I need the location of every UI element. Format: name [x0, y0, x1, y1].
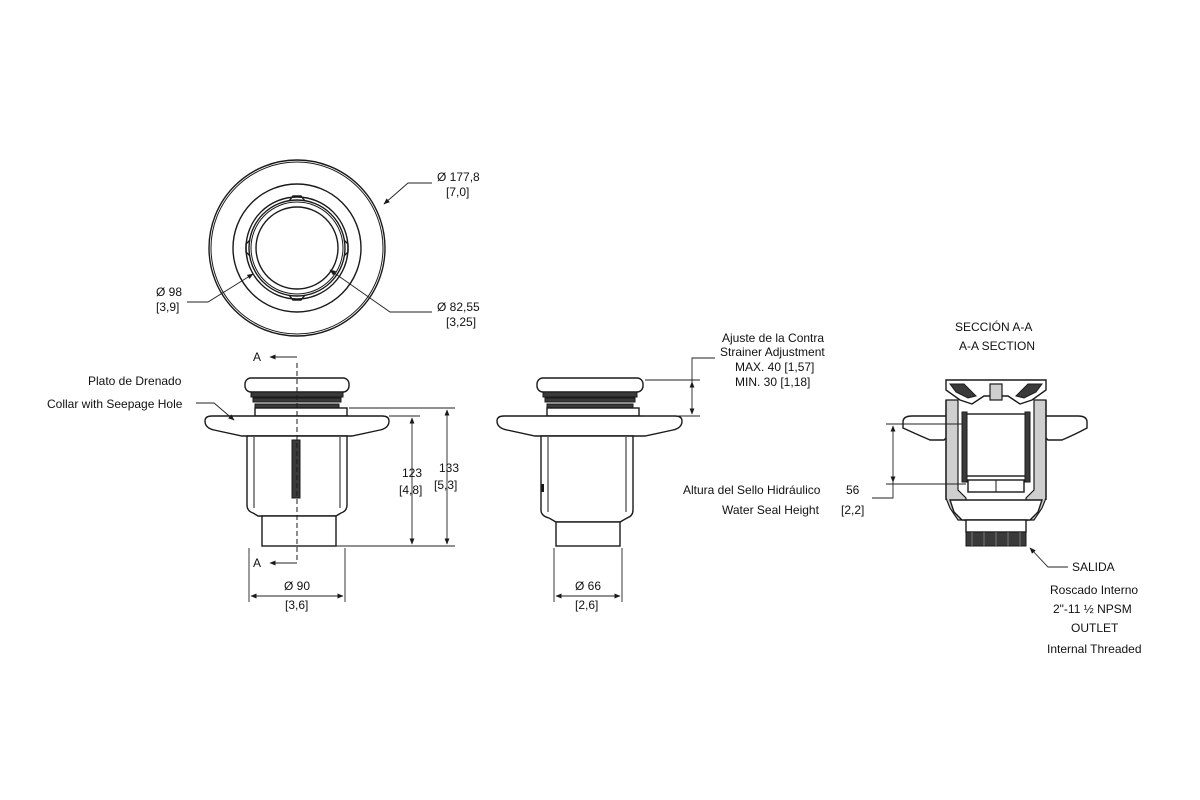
inner-dia-in: [3,25] [446, 315, 476, 329]
seal-value: 56 [846, 483, 860, 497]
side-cap [536, 377, 644, 393]
top-ring-1 [245, 196, 349, 300]
front-logo-bar [291, 439, 301, 499]
height-inner-in: [4,8] [399, 483, 422, 497]
side-thread-1 [544, 397, 636, 403]
outlet-line5: Internal Threaded [1047, 642, 1142, 656]
left-dia-label: Ø 98 [156, 285, 182, 299]
side-view: Ajuste de la Contra Strainer Adjustment … [496, 331, 825, 612]
section-inner-cup-wall-r [1024, 411, 1031, 483]
side-hole [541, 484, 544, 492]
adjust-max: MAX. 40 [1,57] [735, 360, 814, 374]
top-lug-bottom [288, 294, 306, 301]
bottom-dia-label: Ø 90 [284, 579, 310, 593]
front-view: A A Plato de Drenado Collar with Seepage… [47, 350, 459, 612]
front-outlet [261, 515, 337, 547]
section-cap-detail-r [1015, 383, 1043, 399]
height-inner: 123 [402, 466, 422, 480]
section-inner-cup [965, 413, 1027, 477]
top-view: Ø 177,8 [7,0] Ø 98 [3,9] Ø 82,55 [3,25] [156, 159, 480, 337]
section-inner-cup-wall-l [961, 411, 968, 483]
seal-value-in: [2,2] [841, 503, 864, 517]
top-lug-top [288, 195, 306, 202]
section-title-es: SECCIÓN A-A [955, 319, 1032, 334]
outer-dia-label: Ø 177,8 [437, 170, 480, 184]
section-cap-center [989, 383, 1003, 401]
seal-leader [872, 482, 894, 499]
leader-inner-dia [329, 269, 432, 313]
section-wing-left [902, 415, 953, 441]
front-collar-flange [204, 415, 390, 437]
section-title-en: A-A SECTION [959, 339, 1035, 353]
top-outer-circle-inner-edge [210, 161, 384, 335]
collar-label-en: Collar with Seepage Hole [47, 397, 183, 411]
side-neck [546, 407, 640, 417]
side-cap-rim [542, 391, 638, 398]
outlet-line3: 2"-11 ½ NPSM [1053, 602, 1132, 616]
adjust-leader [691, 357, 715, 382]
section-wing-right [1039, 415, 1088, 441]
outlet-line4: OUTLET [1071, 621, 1119, 635]
seal-label-en: Water Seal Height [722, 503, 820, 517]
top-inner-opening [255, 206, 339, 290]
top-collar-circle [232, 183, 362, 313]
top-lug-right [343, 239, 349, 257]
side-outlet [555, 521, 621, 547]
front-neck [254, 407, 348, 417]
section-outlet-pipe [965, 519, 1027, 533]
collar-leader [196, 402, 235, 421]
top-ring-3 [250, 201, 344, 295]
top-ring-2 [248, 199, 346, 297]
adjust-min: MIN. 30 [1,18] [735, 375, 810, 389]
section-cap-detail [949, 383, 977, 399]
side-body [540, 435, 634, 523]
adjust-label-1: Ajuste de la Contra [722, 331, 824, 345]
seal-label-es: Altura del Sello Hidráulico [683, 483, 821, 497]
height-outer: 133 [439, 461, 459, 475]
side-bottom-dia-label: Ø 66 [575, 579, 601, 593]
outlet-leader [1029, 547, 1068, 568]
inner-dia-label: Ø 82,55 [437, 300, 480, 314]
top-outer-circle [208, 159, 386, 337]
top-lug-left [245, 239, 251, 257]
outer-dia-in: [7,0] [446, 185, 469, 199]
section-mark-top: A [253, 350, 261, 364]
outlet-line1: SALIDA [1072, 560, 1115, 574]
height-outer-in: [5,3] [434, 478, 457, 492]
section-lower-body [949, 499, 1043, 521]
side-bottom-dia-in: [2,6] [575, 598, 598, 612]
outlet-line2: Roscado Interno [1050, 583, 1138, 597]
adjust-label-2: Strainer Adjustment [720, 345, 825, 359]
left-dia-in: [3,9] [156, 300, 179, 314]
bottom-dia-in: [3,6] [285, 598, 308, 612]
leader-outer-dia [383, 182, 432, 205]
leader-left-dia [187, 273, 254, 303]
side-collar-flange [496, 415, 683, 437]
collar-label-es: Plato de Drenado [88, 374, 182, 388]
section-mark-bottom: A [253, 556, 261, 570]
section-view: SECCIÓN A-A A-A SECTION [683, 319, 1142, 656]
